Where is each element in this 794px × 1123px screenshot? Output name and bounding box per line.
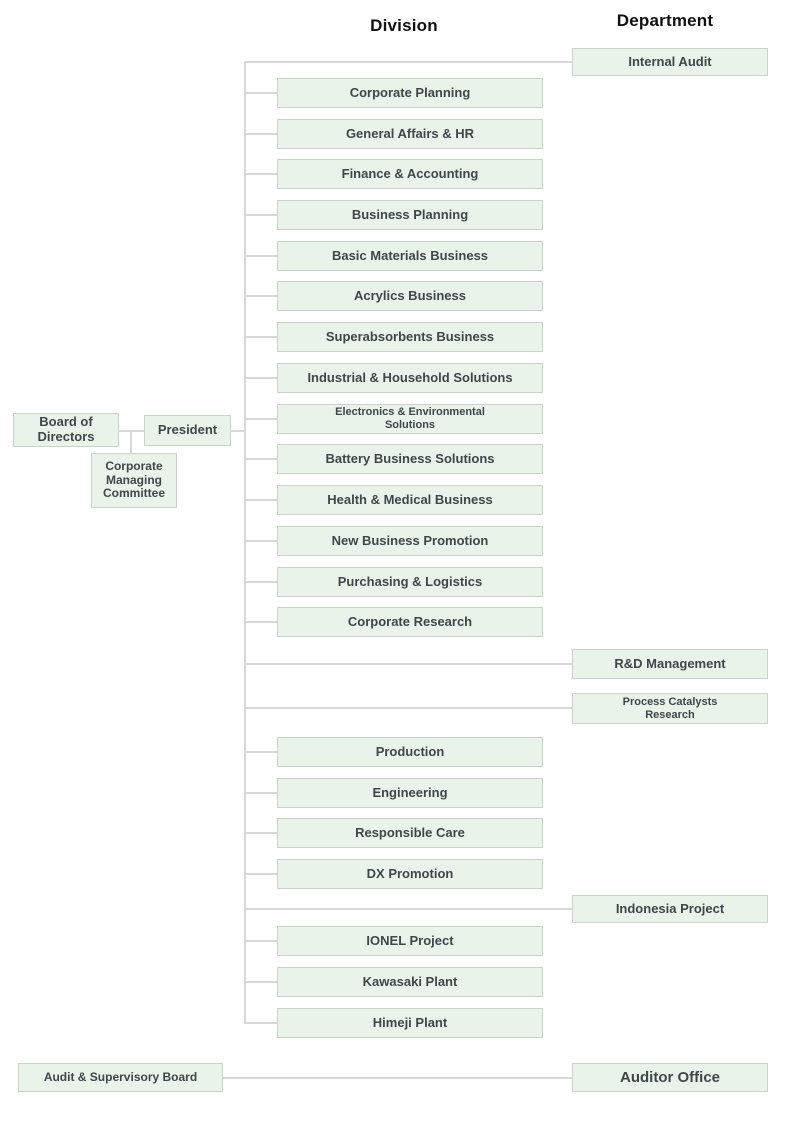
division-column-header: Division bbox=[370, 16, 438, 35]
connector-trunk bbox=[244, 62, 246, 1023]
division-box-engineering: Engineering bbox=[277, 778, 543, 808]
connector bbox=[244, 621, 277, 623]
division-box-general-affairs-hr: General Affairs & HR bbox=[277, 119, 543, 149]
connector bbox=[244, 908, 572, 910]
connector bbox=[244, 133, 277, 135]
connector bbox=[244, 499, 277, 501]
connector bbox=[130, 430, 132, 454]
audit-supervisory-board-box: Audit & Supervisory Board bbox=[18, 1063, 223, 1092]
department-box-rd-management: R&D Management bbox=[572, 649, 768, 679]
division-box-finance-accounting: Finance & Accounting bbox=[277, 159, 543, 189]
department-box-indonesia-project: Indonesia Project bbox=[572, 895, 768, 923]
connector bbox=[119, 430, 144, 432]
department-box-auditor-office: Auditor Office bbox=[572, 1063, 768, 1092]
connector bbox=[244, 792, 277, 794]
connector bbox=[244, 173, 277, 175]
corporate-managing-committee-box: Corporate Managing Committee bbox=[91, 453, 177, 508]
connector bbox=[223, 1077, 572, 1079]
division-box-acrylics-business: Acrylics Business bbox=[277, 281, 543, 311]
connector bbox=[244, 214, 277, 216]
division-box-new-business-promotion: New Business Promotion bbox=[277, 526, 543, 556]
division-box-kawasaki-plant: Kawasaki Plant bbox=[277, 967, 543, 997]
division-box-dx-promotion: DX Promotion bbox=[277, 859, 543, 889]
connector bbox=[244, 255, 277, 257]
division-box-health-medical-business: Health & Medical Business bbox=[277, 485, 543, 515]
connector bbox=[244, 940, 277, 942]
connector bbox=[244, 61, 572, 63]
connector bbox=[244, 295, 277, 297]
connector bbox=[244, 92, 277, 94]
connector bbox=[244, 663, 572, 665]
division-box-basic-materials-business: Basic Materials Business bbox=[277, 241, 543, 271]
division-box-himeji-plant: Himeji Plant bbox=[277, 1008, 543, 1038]
division-box-superabsorbents-business: Superabsorbents Business bbox=[277, 322, 543, 352]
division-box-corporate-research: Corporate Research bbox=[277, 607, 543, 637]
connector bbox=[244, 377, 277, 379]
connector bbox=[244, 418, 277, 420]
division-box-industrial-household-solutions: Industrial & Household Solutions bbox=[277, 363, 543, 393]
connector bbox=[244, 1022, 277, 1024]
connector bbox=[244, 832, 277, 834]
department-box-process-catalysts-research: Process Catalysts Research bbox=[572, 693, 768, 724]
division-box-corporate-planning: Corporate Planning bbox=[277, 78, 543, 108]
division-box-electronics-environmental-solutions: Electronics & Environmental Solutions bbox=[277, 404, 543, 434]
division-box-production: Production bbox=[277, 737, 543, 767]
connector bbox=[244, 707, 572, 709]
division-box-responsible-care: Responsible Care bbox=[277, 818, 543, 848]
connector bbox=[244, 873, 277, 875]
connector bbox=[244, 751, 277, 753]
president-box: President bbox=[144, 415, 231, 446]
board-of-directors-box: Board of Directors bbox=[13, 413, 119, 447]
division-box-business-planning: Business Planning bbox=[277, 200, 543, 230]
connector bbox=[244, 336, 277, 338]
connector bbox=[244, 540, 277, 542]
department-box-internal-audit: Internal Audit bbox=[572, 48, 768, 76]
connector bbox=[231, 430, 245, 432]
division-box-battery-business-solutions: Battery Business Solutions bbox=[277, 444, 543, 474]
division-box-ionel-project: IONEL Project bbox=[277, 926, 543, 956]
department-column-header: Department bbox=[616, 11, 714, 30]
connector bbox=[244, 458, 277, 460]
division-box-purchasing-logistics: Purchasing & Logistics bbox=[277, 567, 543, 597]
connector bbox=[244, 581, 277, 583]
connector bbox=[244, 981, 277, 983]
